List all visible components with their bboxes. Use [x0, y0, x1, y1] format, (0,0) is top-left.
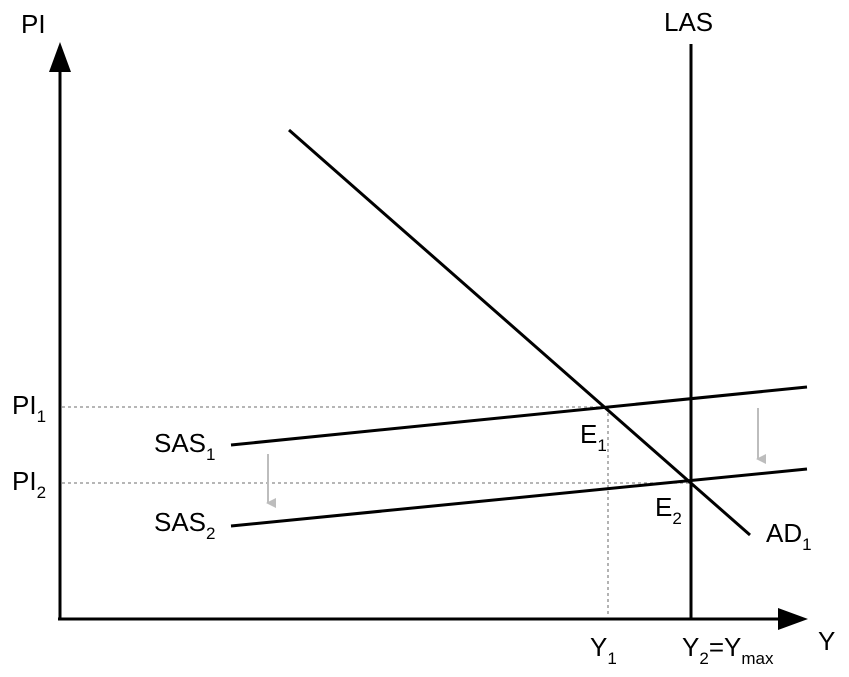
x-axis-arrowhead: [778, 608, 808, 630]
y2-label: Y2=Ymax: [682, 632, 774, 668]
y-axis-arrowhead: [49, 42, 71, 72]
sas1-label: SAS1: [154, 428, 216, 464]
sas2-label: SAS2: [154, 507, 216, 543]
guide-lines: [62, 406, 690, 617]
pi2-label: PI2: [12, 466, 46, 502]
ad-label: AD1: [766, 518, 812, 554]
e2-label: E2: [655, 492, 682, 528]
sas2-curve: [230, 467, 808, 528]
las-label: LAS: [664, 7, 713, 37]
sas1-curve: [230, 385, 808, 447]
y-axis-label: PI: [21, 9, 46, 39]
curves: [230, 44, 808, 619]
axes: [49, 42, 808, 630]
e1-label: E1: [580, 419, 607, 455]
shift-arrows: [266, 408, 766, 508]
pi1-label: PI1: [12, 390, 46, 426]
y1-label: Y1: [590, 632, 617, 668]
x-axis-label: Y: [818, 626, 835, 656]
ad-curve: [288, 128, 751, 537]
